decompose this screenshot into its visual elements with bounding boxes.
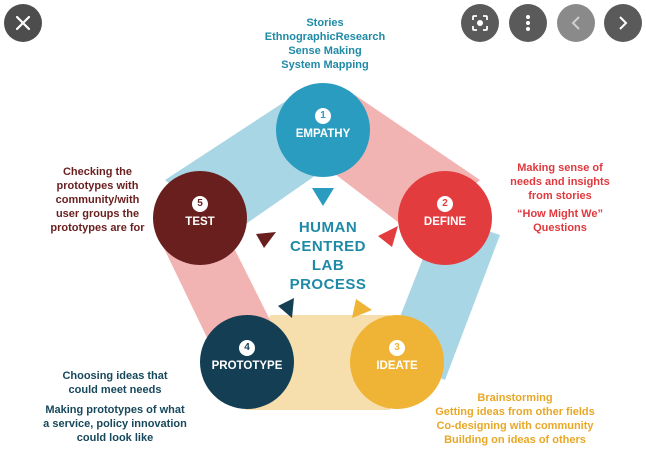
lens-search-button[interactable] bbox=[461, 4, 499, 42]
note-line: community/with bbox=[55, 194, 140, 206]
stage-circle-empathy bbox=[276, 83, 370, 177]
prototype-notes: Choosing ideas that could meet needs Mak… bbox=[30, 369, 200, 445]
note-line: “How Might We” bbox=[517, 208, 603, 220]
note-line: needs and insights bbox=[510, 176, 610, 188]
chevron-left-icon bbox=[571, 16, 580, 30]
note-line: Building on ideas of others bbox=[444, 434, 586, 446]
note-line: a service, policy innovation bbox=[43, 418, 187, 430]
arrow-define bbox=[378, 226, 398, 247]
stage-label-ideate: IDEATE bbox=[376, 360, 418, 372]
stage-number-test: 5 bbox=[192, 196, 208, 212]
stage-label-prototype: PROTOTYPE bbox=[211, 360, 283, 372]
note-line: Brainstorming bbox=[477, 392, 553, 404]
stage-number-ideate: 3 bbox=[389, 340, 405, 356]
note-line: Making sense of bbox=[517, 162, 603, 174]
stage-number-prototype: 4 bbox=[239, 340, 255, 356]
stage-circle-test bbox=[153, 171, 247, 265]
close-icon bbox=[15, 15, 31, 31]
test-notes: Checking the prototypes with community/w… bbox=[35, 165, 160, 235]
stage-circle-define bbox=[398, 171, 492, 265]
center-title-line: HUMAN bbox=[298, 219, 358, 236]
arrow-prototype bbox=[278, 298, 294, 318]
lens-search-icon bbox=[472, 15, 488, 31]
note-line: Checking the bbox=[62, 166, 133, 178]
center-pentagon bbox=[255, 178, 395, 312]
note-line: EthnographicResearch bbox=[264, 31, 386, 43]
note-line: System Mapping bbox=[281, 59, 369, 71]
stage-circle-prototype bbox=[200, 315, 294, 409]
empathy-notes: Stories EthnographicResearch Sense Makin… bbox=[245, 16, 405, 72]
note-line: from stories bbox=[528, 190, 592, 202]
center-title: HUMAN CENTRED LAB PROCESS bbox=[268, 218, 388, 294]
note-line: Choosing ideas that bbox=[62, 370, 168, 382]
center-title-line: LAB bbox=[311, 257, 345, 274]
stage-number-define: 2 bbox=[437, 196, 453, 212]
stage-label-define: DEFINE bbox=[423, 216, 467, 228]
note-line: prototypes are for bbox=[50, 222, 145, 234]
ideate-notes: Brainstorming Getting ideas from other f… bbox=[420, 391, 610, 447]
chevron-right-icon bbox=[619, 16, 628, 30]
note-line: prototypes with bbox=[56, 180, 139, 192]
note-line: could look like bbox=[76, 432, 154, 444]
stage-circle-ideate bbox=[350, 315, 444, 409]
arrow-empathy bbox=[312, 188, 334, 206]
note-line: Sense Making bbox=[288, 45, 362, 57]
note-line: Questions bbox=[533, 222, 587, 234]
center-title-line: PROCESS bbox=[289, 276, 367, 293]
more-options-button[interactable] bbox=[509, 4, 547, 42]
note-line: Co-designing with community bbox=[436, 420, 594, 432]
note-line: user groups the bbox=[55, 208, 140, 220]
arrow-test bbox=[256, 232, 276, 248]
close-button[interactable] bbox=[4, 4, 42, 42]
next-button[interactable] bbox=[604, 4, 642, 42]
center-title-line: CENTRED bbox=[289, 238, 366, 255]
previous-button[interactable] bbox=[557, 4, 595, 42]
more-vert-icon bbox=[526, 15, 530, 31]
note-line: Stories bbox=[306, 17, 344, 29]
define-notes: Making sense of needs and insights from … bbox=[490, 161, 630, 235]
note-line: could meet needs bbox=[68, 384, 162, 396]
stage-label-empathy: EMPATHY bbox=[295, 128, 351, 140]
arrow-ideate bbox=[352, 299, 372, 318]
stage-label-test: TEST bbox=[185, 216, 215, 228]
note-line: Making prototypes of what bbox=[45, 404, 185, 416]
note-line: Getting ideas from other fields bbox=[435, 406, 595, 418]
stage-number-empathy: 1 bbox=[315, 108, 331, 124]
